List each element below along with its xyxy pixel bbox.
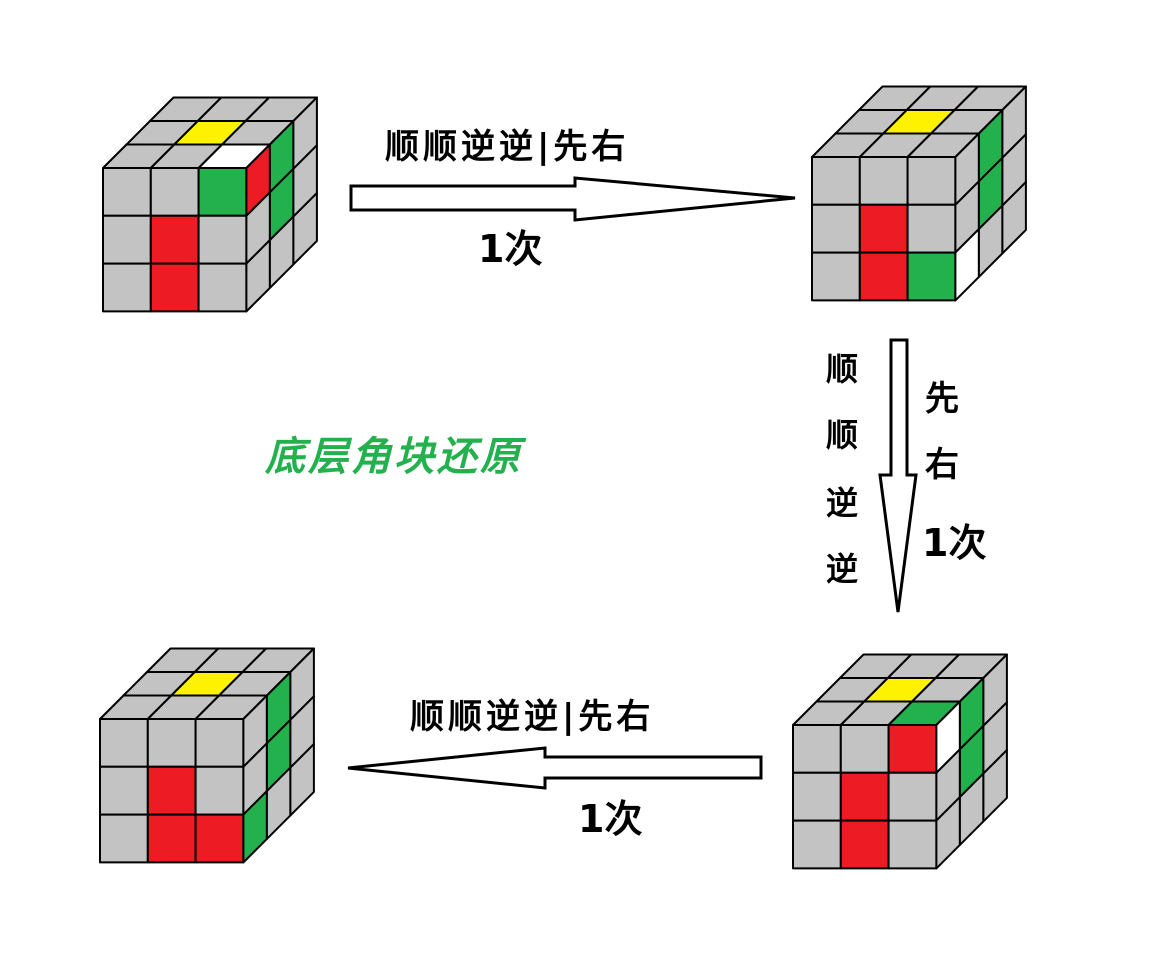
step-2-formula-char: 逆 bbox=[826, 550, 858, 588]
step-1-count: 1次 bbox=[478, 227, 542, 271]
front-sticker bbox=[839, 819, 890, 870]
right-sticker bbox=[289, 743, 315, 817]
front-sticker bbox=[102, 167, 152, 217]
front-sticker bbox=[149, 262, 200, 313]
front-sticker bbox=[99, 765, 149, 816]
arrow-down bbox=[878, 338, 918, 613]
front-sticker bbox=[839, 724, 890, 774]
cube-step-2 bbox=[792, 653, 1008, 870]
front-sticker bbox=[99, 813, 149, 864]
step-1-formula: 顺顺逆逆|先右 bbox=[385, 127, 629, 167]
front-sticker bbox=[811, 251, 861, 302]
front-sticker bbox=[858, 203, 909, 254]
right-sticker bbox=[982, 749, 1008, 823]
step-2-prefix-char: 先 bbox=[925, 379, 959, 419]
front-sticker bbox=[811, 203, 861, 254]
right-sticker bbox=[1001, 181, 1027, 255]
step-3-formula: 顺顺逆逆|先右 bbox=[410, 697, 654, 737]
front-sticker bbox=[197, 262, 248, 313]
front-sticker bbox=[858, 156, 909, 206]
cube-step-1 bbox=[811, 85, 1027, 302]
front-sticker bbox=[792, 819, 842, 870]
front-sticker bbox=[102, 262, 152, 313]
front-sticker bbox=[811, 156, 861, 206]
front-sticker bbox=[887, 771, 938, 822]
front-sticker bbox=[887, 819, 938, 870]
front-sticker bbox=[906, 203, 957, 254]
right-sticker bbox=[292, 192, 318, 266]
front-sticker bbox=[792, 771, 842, 822]
front-sticker bbox=[149, 214, 200, 265]
front-sticker bbox=[146, 813, 197, 864]
arrow-right bbox=[349, 176, 796, 222]
step-3-count: 1次 bbox=[578, 797, 642, 841]
front-sticker bbox=[194, 813, 245, 864]
front-sticker bbox=[194, 765, 245, 816]
front-sticker bbox=[906, 156, 957, 206]
front-sticker bbox=[197, 214, 248, 265]
front-sticker bbox=[146, 765, 197, 816]
front-sticker bbox=[906, 251, 957, 302]
front-sticker bbox=[194, 718, 245, 768]
step-2-count: 1次 bbox=[922, 521, 986, 565]
front-sticker bbox=[197, 167, 248, 217]
step-2-formula-char: 逆 bbox=[826, 484, 858, 522]
front-sticker bbox=[858, 251, 909, 302]
cube-start bbox=[102, 96, 318, 313]
step-2-formula-char: 顺 bbox=[826, 416, 858, 454]
arrow-left bbox=[347, 746, 763, 790]
front-sticker bbox=[839, 771, 890, 822]
diagram-title: 底层角块还原 bbox=[264, 433, 527, 480]
front-sticker bbox=[149, 167, 200, 217]
step-2-prefix-char: 右 bbox=[925, 445, 959, 485]
front-sticker bbox=[99, 718, 149, 768]
front-sticker bbox=[102, 214, 152, 265]
front-sticker bbox=[792, 724, 842, 774]
step-2-formula-char: 顺 bbox=[826, 350, 858, 388]
front-sticker bbox=[146, 718, 197, 768]
front-sticker bbox=[887, 724, 938, 774]
cube-solved bbox=[99, 647, 315, 864]
